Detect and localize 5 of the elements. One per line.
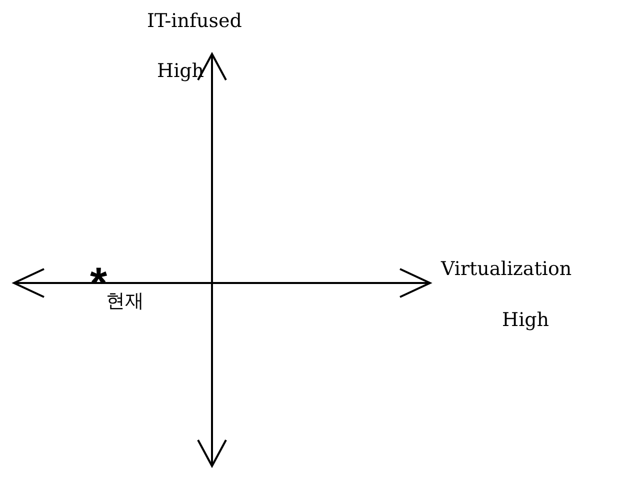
axis-end-label: High: [157, 62, 204, 81]
axis-title: Virtualization: [441, 260, 572, 279]
axis-title: IT-infused: [147, 12, 242, 31]
marker-label: 현재: [106, 292, 144, 311]
axis-end-label: High: [502, 311, 550, 330]
